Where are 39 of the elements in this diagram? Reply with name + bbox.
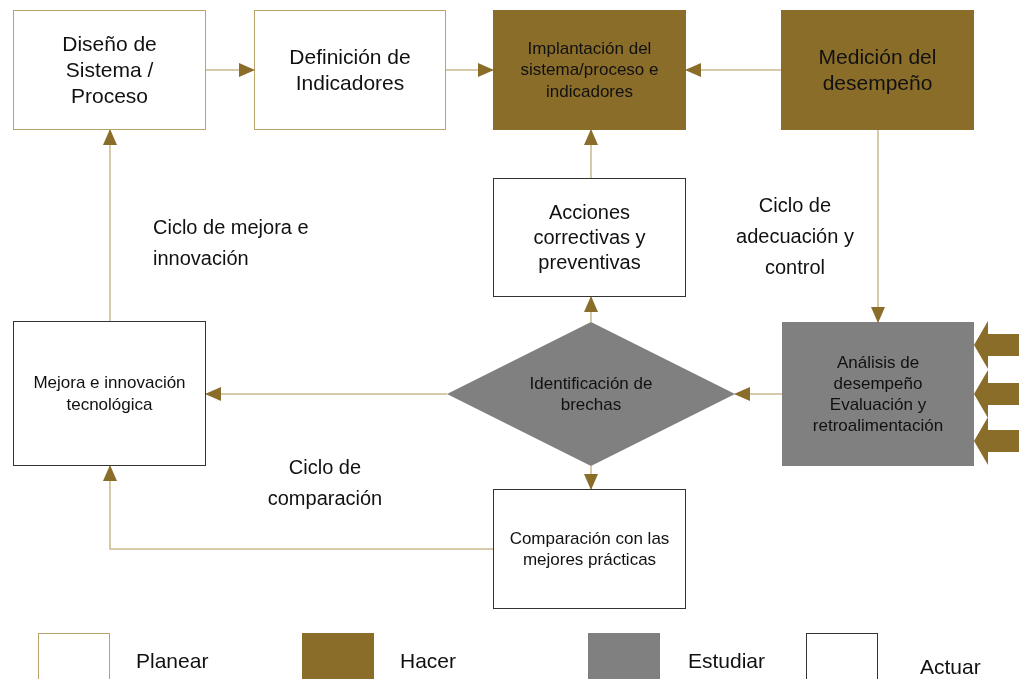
arrow — [103, 465, 494, 550]
legend-label: Actuar — [920, 654, 981, 679]
block-arrow — [974, 370, 1019, 418]
arrow — [734, 387, 783, 401]
decision-diamond — [447, 322, 735, 466]
process-box — [493, 489, 686, 609]
arrow — [584, 129, 598, 179]
legend-label: Hacer — [400, 648, 457, 674]
arrow — [445, 63, 494, 77]
process-box — [254, 10, 446, 130]
arrow — [584, 296, 598, 323]
legend-label: Planear — [136, 648, 209, 674]
process-box — [493, 10, 686, 130]
process-box — [13, 10, 206, 130]
node-text: Definición de Indicadores — [288, 43, 412, 96]
node-text: Diseño de Sistema / Proceso — [61, 30, 158, 110]
node-text: Análisis de desempeño Evaluación y retroalimentación — [811, 351, 945, 437]
node-text: Medición del desempeño — [817, 43, 938, 96]
arrow — [584, 465, 598, 490]
arrow — [205, 63, 255, 77]
arrow — [205, 387, 448, 401]
cycle-label: Ciclo de adecuación y control — [735, 193, 855, 280]
block-arrow — [974, 321, 1019, 369]
block-arrow — [974, 417, 1019, 465]
arrow — [685, 63, 782, 77]
process-box — [493, 178, 686, 297]
node-text: Mejora e innovación tecnológica — [32, 372, 187, 415]
cycle-label: Ciclo de comparación — [266, 455, 384, 511]
node-text: Identificación de brechas — [528, 372, 654, 416]
arrow — [871, 129, 885, 323]
node-text: Comparación con las mejores prácticas — [508, 527, 671, 571]
node-text: Acciones correctivas y preventivas — [532, 200, 647, 275]
arrow — [103, 129, 117, 322]
node-text: Implantación del sistema/proceso e indicadores — [519, 38, 660, 102]
process-box — [782, 322, 974, 466]
cycle-label: Ciclo de mejora e innovación — [153, 215, 310, 271]
process-box — [13, 321, 206, 466]
process-box — [781, 10, 974, 130]
legend-label: Estudiar — [688, 648, 766, 674]
